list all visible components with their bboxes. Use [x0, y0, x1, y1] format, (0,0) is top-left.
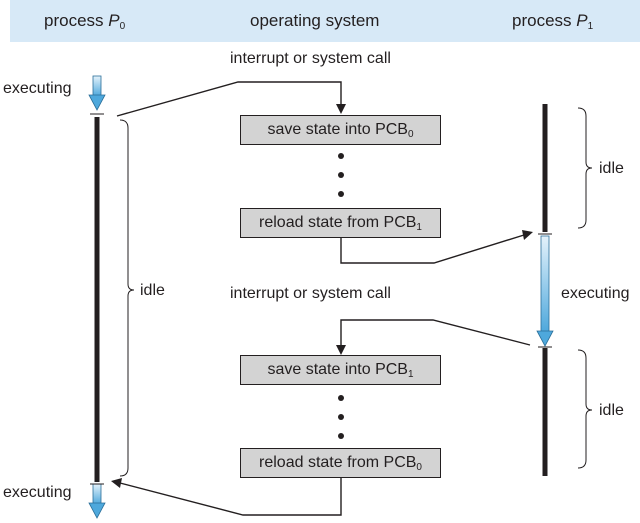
label-executing-p0-top: executing: [3, 80, 72, 97]
arrowhead-save-pcb0: [336, 104, 346, 114]
header-band: [10, 0, 640, 42]
p0-idle-brace: [119, 119, 135, 477]
p0-executing-arrow-top: [88, 75, 106, 111]
ellipsis-dots-bottom: [338, 395, 344, 439]
p1-idle-brace-top: [577, 107, 593, 229]
header-operating-system: operating system: [250, 11, 380, 30]
ellipsis-dots-top: [338, 153, 344, 197]
label-idle-p1-top: idle: [599, 160, 624, 177]
connector-reload-to-p1: [340, 234, 525, 264]
arrowhead-to-p0: [111, 478, 122, 488]
arrowhead-save-pcb1: [336, 345, 346, 355]
label-interrupt-mid: interrupt or system call: [230, 285, 391, 302]
label-executing-p1: executing: [561, 285, 630, 302]
p1-executing-arrow: [536, 235, 554, 347]
arrowhead-to-p1: [522, 230, 533, 240]
label-idle-p1-bottom: idle: [599, 402, 624, 419]
header-process-p0: process P0: [44, 11, 126, 32]
box-save-state-pcb1: save state into PCB1: [240, 355, 441, 385]
label-interrupt-top: interrupt or system call: [230, 50, 391, 67]
connector-p1-to-save: [340, 319, 531, 346]
label-executing-p0-bottom: executing: [3, 484, 72, 501]
box-reload-state-pcb1: reload state from PCB1: [240, 208, 441, 238]
p0-executing-arrow-bottom: [88, 483, 106, 519]
p1-idle-brace-bottom: [577, 349, 593, 469]
connector-p0-to-save: [116, 81, 342, 117]
connector-reload-to-p0: [119, 476, 342, 516]
box-save-state-pcb0: save state into PCB0: [240, 115, 441, 145]
box-reload-state-pcb0: reload state from PCB0: [240, 448, 441, 478]
header-process-p1: process P1: [512, 11, 594, 32]
label-idle-p0: idle: [140, 282, 165, 299]
